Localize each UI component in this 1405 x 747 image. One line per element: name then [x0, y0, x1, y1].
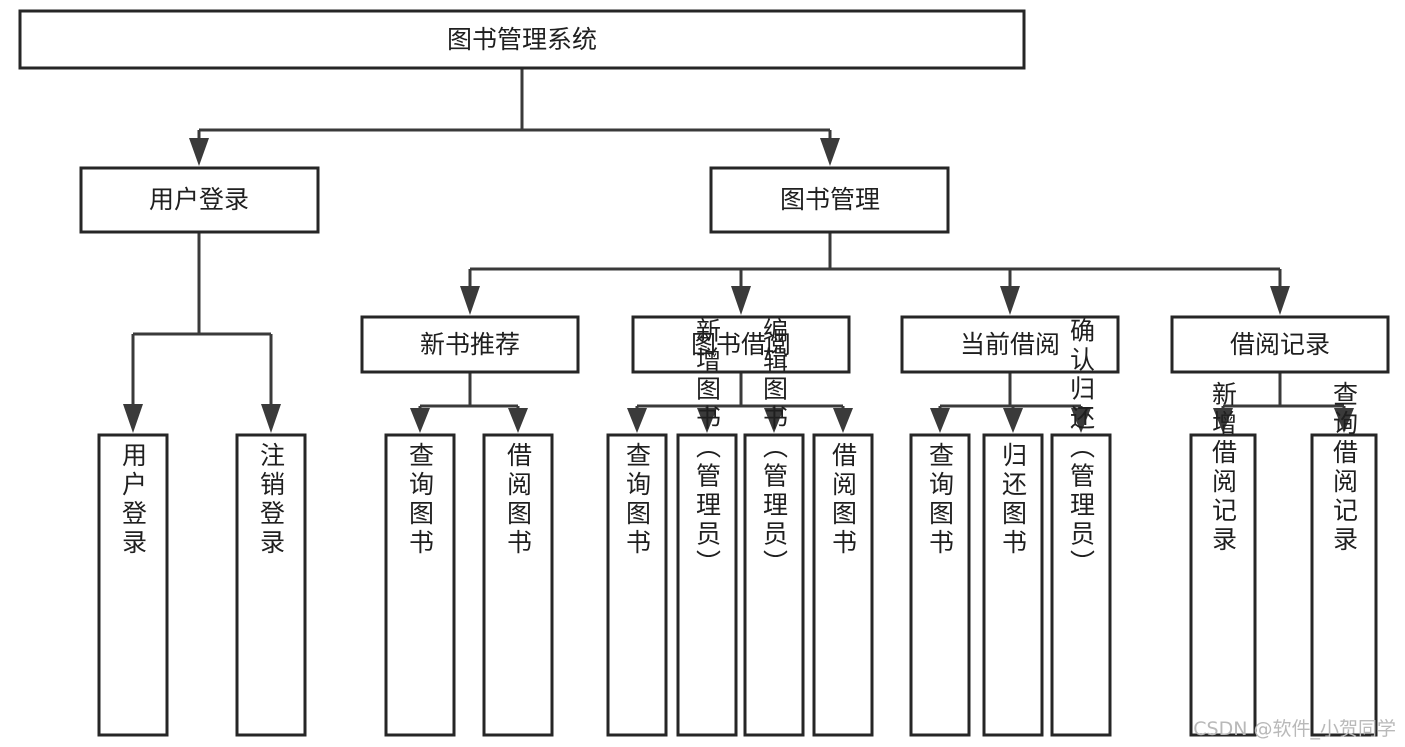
node-box-leaf-borrow-query-book[interactable]: [606, 433, 668, 737]
node-leaf-record-add[interactable]: 新增借阅记录: [1189, 381, 1257, 737]
arrow-head-user-login-do: [123, 404, 143, 433]
node-leaf-user-login-do[interactable]: 用户登录: [97, 433, 169, 737]
node-root-system[interactable]: 图书管理系统: [18, 9, 1026, 70]
arrow-head-user-login: [189, 138, 209, 166]
arrow-head-recommend-query: [410, 408, 430, 433]
node-label-leaf-recommend-query-book: 查询图书: [406, 442, 435, 558]
arrow-head-current-borrow: [1000, 286, 1020, 315]
connector-layer: [123, 68, 1354, 433]
node-box-leaf-current-query-book[interactable]: [909, 433, 971, 737]
node-box-leaf-user-logout[interactable]: [235, 433, 307, 737]
node-leaf-recommend-query-book[interactable]: 查询图书: [384, 433, 456, 737]
node-label-leaf-current-confirm-return: 确认归还（管理员）: [1067, 318, 1096, 579]
node-label-leaf-user-logout: 注销登录: [257, 442, 286, 558]
node-user-login[interactable]: 用户登录: [79, 166, 320, 234]
node-leaf-borrow-edit-book[interactable]: 编辑图书（管理员）: [743, 318, 805, 737]
node-box-current-borrow[interactable]: [900, 315, 1120, 374]
node-current-borrow[interactable]: 当前借阅: [900, 315, 1120, 374]
node-label-leaf-user-login-do: 用户登录: [119, 442, 148, 558]
node-leaf-borrow-do-borrow[interactable]: 借阅图书: [812, 433, 874, 737]
node-box-new-book-recommend[interactable]: [360, 315, 580, 374]
node-book-borrow[interactable]: 图书借阅: [631, 315, 851, 374]
node-leaf-current-return-book[interactable]: 归还图书: [982, 433, 1044, 737]
node-label-current-borrow: 当前借阅: [960, 330, 1060, 359]
node-box-book-manage[interactable]: [709, 166, 950, 234]
node-box-leaf-current-confirm-return[interactable]: [1050, 433, 1112, 737]
arrow-head-new-book-recommend: [460, 286, 480, 315]
node-label-leaf-borrow-edit-book: 编辑图书（管理员）: [760, 318, 789, 579]
node-leaf-record-query[interactable]: 查询借阅记录: [1310, 381, 1378, 737]
node-box-book-borrow[interactable]: [631, 315, 851, 374]
arrow-head-borrow-edit: [764, 408, 784, 433]
node-label-borrow-records: 借阅记录: [1230, 330, 1330, 359]
node-leaf-borrow-add-book[interactable]: 新增图书（管理员）: [676, 318, 738, 737]
node-label-book-manage: 图书管理: [780, 185, 880, 214]
node-borrow-records[interactable]: 借阅记录: [1170, 315, 1390, 374]
arrow-head-borrow-records: [1270, 286, 1290, 315]
node-label-user-login: 用户登录: [149, 185, 249, 214]
node-label-leaf-borrow-add-book: 新增图书（管理员）: [693, 318, 722, 579]
arrow-head-user-logout: [261, 404, 281, 433]
arrow-head-book-manage: [820, 138, 840, 166]
node-box-leaf-borrow-edit-book[interactable]: [743, 433, 805, 737]
arrow-head-borrow-query: [627, 408, 647, 433]
node-label-leaf-recommend-borrow-book: 借阅图书: [504, 442, 533, 558]
node-box-leaf-borrow-do-borrow[interactable]: [812, 433, 874, 737]
node-label-new-book-recommend: 新书推荐: [420, 330, 520, 359]
node-new-book-recommend[interactable]: 新书推荐: [360, 315, 580, 374]
node-label-leaf-borrow-query-book: 查询图书: [623, 442, 652, 558]
arrow-head-record-add: [1213, 408, 1233, 433]
arrow-head-borrow-do: [833, 408, 853, 433]
node-box-leaf-record-query[interactable]: [1310, 433, 1378, 737]
node-label-leaf-current-query-book: 查询图书: [926, 442, 955, 558]
node-box-leaf-borrow-add-book[interactable]: [676, 433, 738, 737]
node-label-leaf-current-return-book: 归还图书: [999, 442, 1028, 558]
arrow-head-borrow-add: [697, 408, 717, 433]
csdn-watermark: CSDN @软件_小贺同学: [1193, 718, 1396, 740]
node-leaf-recommend-borrow-book[interactable]: 借阅图书: [482, 433, 554, 737]
arrow-head-current-confirm: [1071, 408, 1091, 433]
node-box-leaf-recommend-borrow-book[interactable]: [482, 433, 554, 737]
arrow-head-current-query: [930, 408, 950, 433]
arrow-head-record-query: [1334, 408, 1354, 433]
node-box-user-login[interactable]: [79, 166, 320, 234]
node-leaf-current-confirm-return[interactable]: 确认归还（管理员）: [1050, 318, 1112, 737]
node-label-leaf-borrow-do-borrow: 借阅图书: [829, 442, 858, 558]
node-label-leaf-record-query: 查询借阅记录: [1330, 381, 1359, 555]
node-box-leaf-current-return-book[interactable]: [982, 433, 1044, 737]
node-label-leaf-record-add: 新增借阅记录: [1209, 381, 1238, 555]
node-label-root-system: 图书管理系统: [447, 25, 597, 54]
arrow-head-recommend-borrow: [508, 408, 528, 433]
node-leaf-user-logout[interactable]: 注销登录: [235, 433, 307, 737]
node-box-root-system[interactable]: [18, 9, 1026, 70]
arrow-head-book-borrow: [731, 286, 751, 315]
node-box-leaf-record-add[interactable]: [1189, 433, 1257, 737]
node-leaf-current-query-book[interactable]: 查询图书: [909, 433, 971, 737]
node-leaf-borrow-query-book[interactable]: 查询图书: [606, 433, 668, 737]
arrow-head-current-return: [1003, 408, 1023, 433]
node-book-manage[interactable]: 图书管理: [709, 166, 950, 234]
node-box-borrow-records[interactable]: [1170, 315, 1390, 374]
node-box-leaf-user-login-do[interactable]: [97, 433, 169, 737]
node-label-book-borrow: 图书借阅: [691, 330, 791, 359]
node-box-leaf-recommend-query-book[interactable]: [384, 433, 456, 737]
